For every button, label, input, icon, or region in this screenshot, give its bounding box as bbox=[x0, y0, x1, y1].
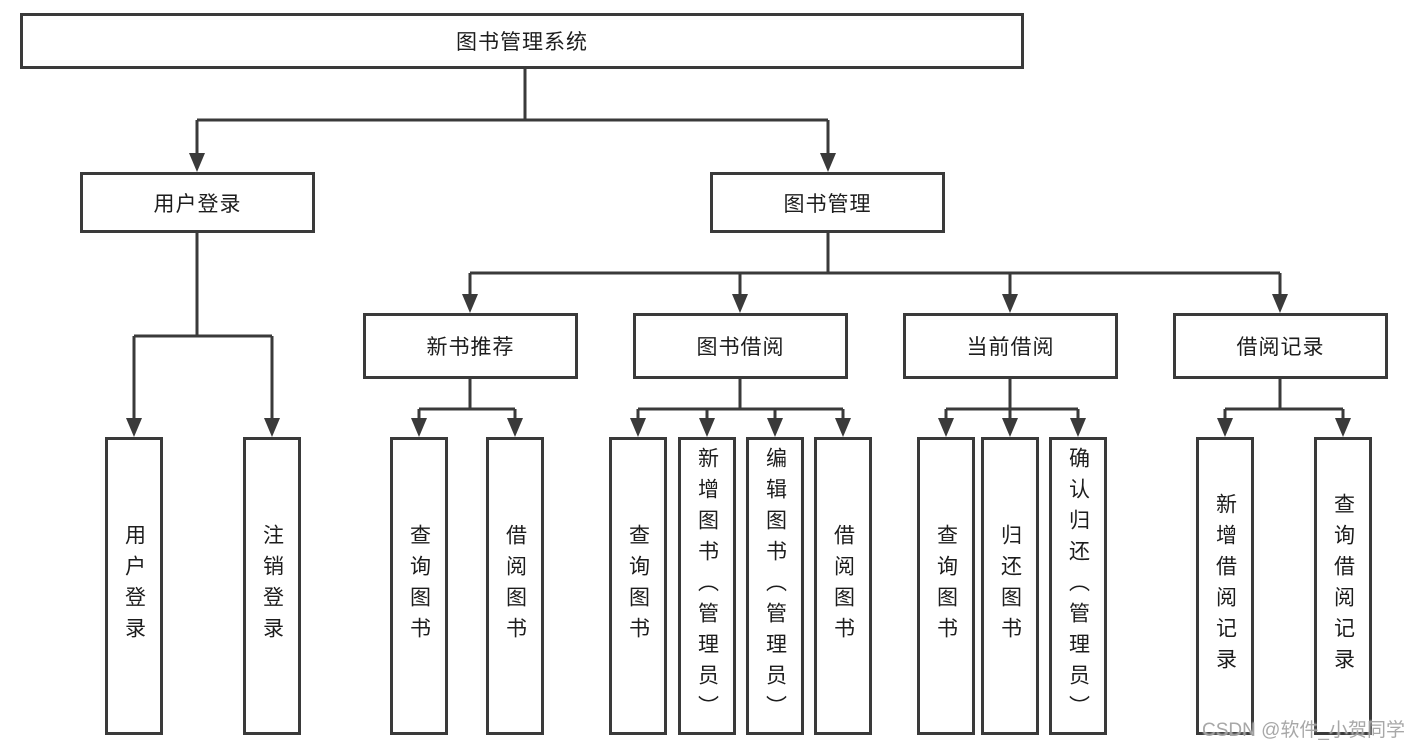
node-label: 借阅记录 bbox=[1236, 336, 1325, 359]
arrow-icon bbox=[699, 418, 715, 437]
node-book-management: 图书管理 bbox=[710, 172, 945, 233]
leaf-add-borrow-record: 新增借阅记录 bbox=[1196, 437, 1254, 735]
leaf-borrow-books: 借阅图书 bbox=[486, 437, 544, 735]
arrow-icon bbox=[938, 418, 954, 437]
arrow-icon bbox=[1070, 418, 1086, 437]
node-label: 图书管理系统 bbox=[456, 31, 588, 54]
node-current-borrow: 当前借阅 bbox=[903, 313, 1118, 379]
connector-book-borrow bbox=[636, 379, 845, 423]
leaf-confirm-return-admin: 确认归还（管理员） bbox=[1049, 437, 1107, 735]
leaf-query-books: 查询图书 bbox=[917, 437, 975, 735]
node-new-book-recommend: 新书推荐 bbox=[363, 313, 578, 379]
node-label: 借阅图书 bbox=[831, 524, 855, 648]
arrow-icon bbox=[1002, 418, 1018, 437]
leaf-add-books-admin: 新增图书（管理员） bbox=[678, 437, 736, 735]
connector-current-borrow bbox=[944, 379, 1080, 423]
arrow-icon bbox=[126, 418, 142, 437]
arrow-icon bbox=[835, 418, 851, 437]
node-label: 新增借阅记录 bbox=[1213, 493, 1237, 679]
arrow-icon bbox=[1335, 418, 1351, 437]
connector-book-management bbox=[468, 233, 1282, 298]
node-label: 新书推荐 bbox=[426, 336, 515, 359]
connector-borrow-record bbox=[1223, 379, 1345, 423]
node-label: 新增图书（管理员） bbox=[695, 446, 719, 726]
leaf-edit-books-admin: 编辑图书（管理员） bbox=[746, 437, 804, 735]
leaf-user-login: 用户登录 bbox=[105, 437, 163, 735]
node-label: 查询图书 bbox=[407, 524, 431, 648]
node-borrow-record: 借阅记录 bbox=[1173, 313, 1388, 379]
arrow-icon bbox=[462, 294, 478, 313]
node-label: 确认归还（管理员） bbox=[1066, 446, 1090, 726]
arrow-icon bbox=[1002, 294, 1018, 313]
connector-user-login bbox=[132, 233, 274, 423]
node-label: 图书管理 bbox=[783, 192, 872, 216]
node-label: 用户登录 bbox=[122, 524, 146, 648]
connector-new-book bbox=[417, 379, 517, 423]
node-label: 借阅图书 bbox=[503, 524, 527, 648]
node-label: 编辑图书（管理员） bbox=[763, 446, 787, 726]
node-label: 查询借阅记录 bbox=[1331, 493, 1355, 679]
node-user-login: 用户登录 bbox=[80, 172, 315, 233]
node-book-borrow: 图书借阅 bbox=[633, 313, 848, 379]
arrow-icon bbox=[507, 418, 523, 437]
arrow-icon bbox=[264, 418, 280, 437]
leaf-borrow-books: 借阅图书 bbox=[814, 437, 872, 735]
node-label: 当前借阅 bbox=[966, 336, 1055, 359]
leaf-logout: 注销登录 bbox=[243, 437, 301, 735]
arrow-icon bbox=[767, 418, 783, 437]
arrow-icon bbox=[820, 153, 836, 172]
leaf-return-books: 归还图书 bbox=[981, 437, 1039, 735]
arrowheads bbox=[126, 153, 1351, 437]
node-library-management-system: 图书管理系统 bbox=[20, 13, 1024, 69]
leaf-query-borrow-record: 查询借阅记录 bbox=[1314, 437, 1372, 735]
node-label: 归还图书 bbox=[998, 524, 1022, 648]
leaf-query-books: 查询图书 bbox=[390, 437, 448, 735]
node-label: 查询图书 bbox=[626, 524, 650, 648]
leaf-query-books: 查询图书 bbox=[609, 437, 667, 735]
arrow-icon bbox=[1272, 294, 1288, 313]
arrow-icon bbox=[411, 418, 427, 437]
node-label: 查询图书 bbox=[934, 524, 958, 648]
node-label: 用户登录 bbox=[153, 192, 242, 216]
connector-root bbox=[195, 69, 830, 158]
node-label: 图书借阅 bbox=[696, 336, 785, 359]
arrow-icon bbox=[732, 294, 748, 313]
node-label: 注销登录 bbox=[260, 524, 284, 648]
arrow-icon bbox=[1217, 418, 1233, 437]
arrow-icon bbox=[189, 153, 205, 172]
arrow-icon bbox=[630, 418, 646, 437]
